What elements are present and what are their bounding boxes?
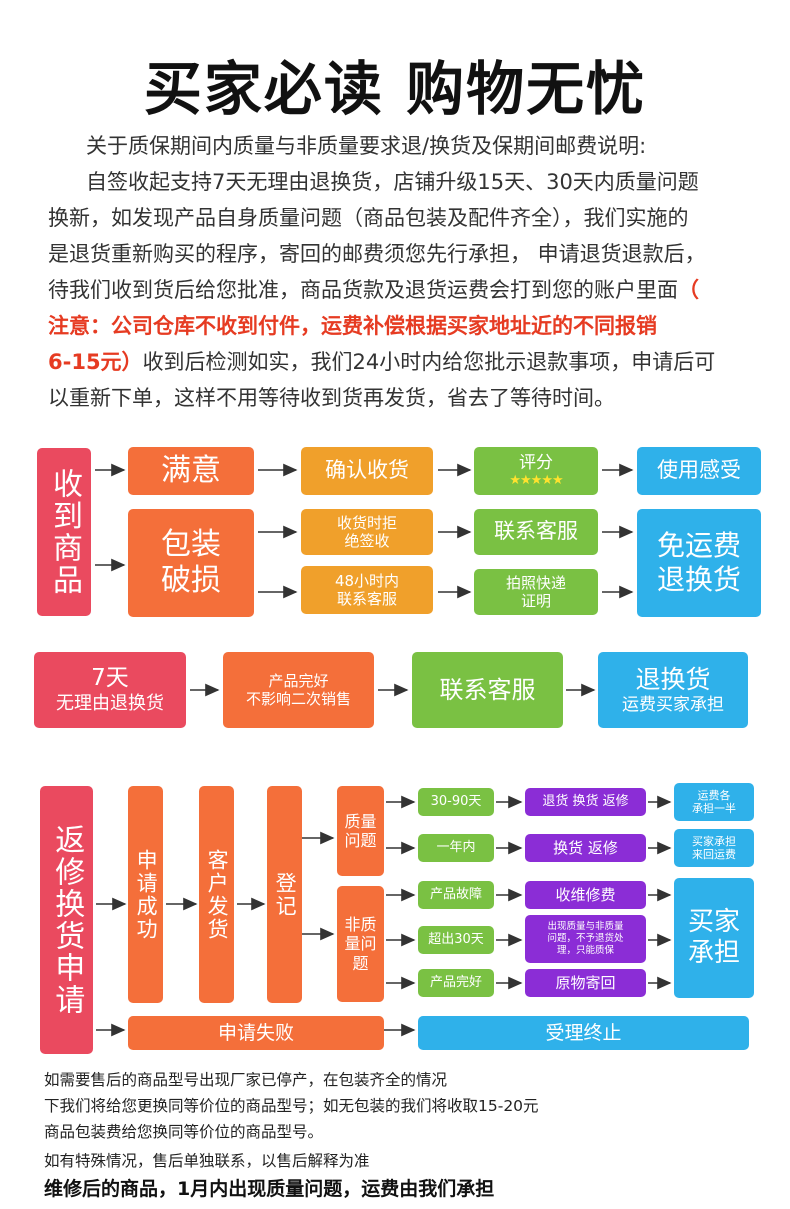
flow3-warranty-line-3: 理，只能质保 [556,944,614,956]
flow3-within-year: 一年内 [418,834,494,862]
flow2-7day-return: 7天 无理由退换货 [34,652,186,728]
flow3-buyer-pays: 买家 承担 [674,878,754,998]
flow2-intact-line-1: 产品完好 [268,672,329,690]
intro-line-5-paren: （ [678,278,699,302]
flow1-photo-line-2: 证明 [520,592,551,610]
flow1-confirm-receipt: 确认收货 [301,447,433,495]
flow2-return-line-2: 运费买家承担 [622,694,724,715]
flow1-48h-contact: 48小时内 联系客服 [301,566,433,614]
star-rating-icon: ★★★★★ [509,473,563,489]
flow3-product-intact: 产品完好 [418,969,494,997]
flow3-warranty-line-1: 出现质量与非质量 [547,921,624,933]
flow2-contact-service: 联系客服 [412,652,563,728]
flow3-customer-ships: 客户发货 [199,786,234,1003]
flow3-split-line-2: 承担一半 [692,802,736,815]
flow3-warranty-line-2: 问题，不予退货处 [547,933,624,945]
flow1-satisfied: 满意 [128,447,254,495]
flow1-refuse-line-1: 收货时拒 [336,514,397,532]
footer-line-5: 维修后的商品，1月内出现质量问题，运费由我们承担 [44,1178,495,1200]
flow1-48h-line-2: 联系客服 [336,590,397,608]
intro-line-7: 6-15元）收到后检测如实，我们24小时内给您批示退款事项，申请后可 [48,344,748,380]
intro-line-5: 待我们收到货后给您批准，商品货款及退货运费会打到您的账户里面（ [48,272,748,308]
flow2-intact-line-2: 不影响二次销售 [245,690,351,708]
flow3-apply-success: 申请成功 [128,786,163,1003]
flow3-over-30-days: 超出30天 [418,926,494,954]
flow3-return-original: 原物寄回 [525,969,646,997]
flow1-photo-line-1: 拍照快递 [505,574,566,592]
flow2-return-exchange: 退换货 运费买家承担 [598,652,748,728]
flow2-return-line-1: 退换货 [635,664,711,694]
flow2-product-intact: 产品完好 不影响二次销售 [223,652,374,728]
intro-line-7-text: 收到后检测如实，我们24小时内给您批示退款事项，申请后可 [142,350,716,374]
flow3-register: 登记 [267,786,302,1003]
flow1-rate: 评分 ★★★★★ [474,447,598,495]
flow1-rate-label: 评分 [519,453,553,473]
flow3-return-exchange-repair: 退货 换货 返修 [525,788,646,816]
footer-line-2: 下我们将给您更换同等价位的商品型号；如无包装的我们将收取15-20元 [44,1097,539,1115]
flow1-free-line-1: 免运费 [656,529,741,563]
flow3-product-fault: 产品故障 [418,881,494,909]
intro-line-3: 换新，如发现产品自身质量问题（商品包装及配件齐全），我们实施的 [48,206,689,230]
flow3-roundtrip-line-2: 来回运费 [692,848,736,861]
flow2-7day-line-2: 无理由退换货 [56,693,164,714]
flow3-shipping-split: 运费各 承担一半 [674,783,754,821]
flow1-package-damaged: 包装破损 [128,509,254,617]
flow3-exchange-repair: 换货 返修 [525,834,646,862]
flow1-package-damaged-label: 包装破损 [161,527,221,598]
intro-refund-range: 6-15元） [48,350,143,374]
flow3-nonquality-issue: 非质量问题 [337,886,384,1002]
footer-line-1: 如需要售后的商品型号出现厂家已停产，在包装齐全的情况 [44,1071,448,1089]
flow1-48h-line-1: 48小时内 [334,572,400,590]
flow1-refuse-signing: 收货时拒 绝签收 [301,509,433,555]
flow1-refuse-line-2: 绝签收 [344,532,390,550]
flow1-free-return: 免运费 退换货 [637,509,761,617]
flow1-photo-proof: 拍照快递 证明 [474,569,598,615]
flow3-repair-fee: 收维修费 [525,881,646,909]
intro-line-1: 关于质保期间内质量与非质量要求退/换货及保期间邮费说明: [86,134,647,158]
intro-line-2: 自签收起支持7天无理由退换货，店铺升级15天、30天内质量问题 [86,170,699,194]
flow3-quality-issue: 质量问题 [337,786,384,876]
flow1-contact-service: 联系客服 [474,509,598,555]
flow3-split-line-1: 运费各 [697,788,731,802]
intro-line-5-text: 待我们收到货后给您批准，商品货款及退货运费会打到您的账户里面 [48,278,678,302]
flow3-roundtrip-line-1: 买家承担 [692,834,736,848]
flow3-buyer-roundtrip: 买家承担 来回运费 [674,829,754,867]
flow1-usage-experience: 使用感受 [637,447,761,495]
page-title: 买家必读 购物无忧 [143,55,647,123]
flow3-warranty-only: 出现质量与非质量 问题，不予退货处 理，只能质保 [525,915,646,963]
flow3-processing-ended: 受理终止 [418,1016,749,1050]
footer-line-4: 如有特殊情况，售后单独联系，以售后解释为准 [44,1152,370,1170]
intro-line-8: 以重新下单，这样不用等待收到货再发货，省去了等待时间。 [48,386,615,410]
flow3-30-90-days: 30-90天 [418,788,494,816]
flow1-received-goods: 收到商品 [37,448,91,616]
flow3-nonquality-label: 非质量问题 [344,915,377,973]
flow3-repair-application: 返修换货申请 [40,786,93,1054]
flow3-quality-label: 质量问题 [344,811,377,850]
intro-line-4: 是退货重新购买的程序，寄回的邮费须您先行承担， 申请退货退款后， [48,242,706,266]
flow3-buyer-line-2: 承担 [687,938,740,968]
footer-line-3: 商品包装费给您换同等价位的商品型号。 [44,1123,324,1141]
flow1-free-line-2: 退换货 [656,563,741,596]
flow3-apply-failed: 申请失败 [128,1016,384,1050]
flow3-buyer-line-1: 买家 [687,906,740,937]
intro-notice: 注意：公司仓库不收到付件，运费补偿根据买家地址近的不同报销 [48,314,657,338]
flow2-7day-line-1: 7天 [91,665,129,692]
